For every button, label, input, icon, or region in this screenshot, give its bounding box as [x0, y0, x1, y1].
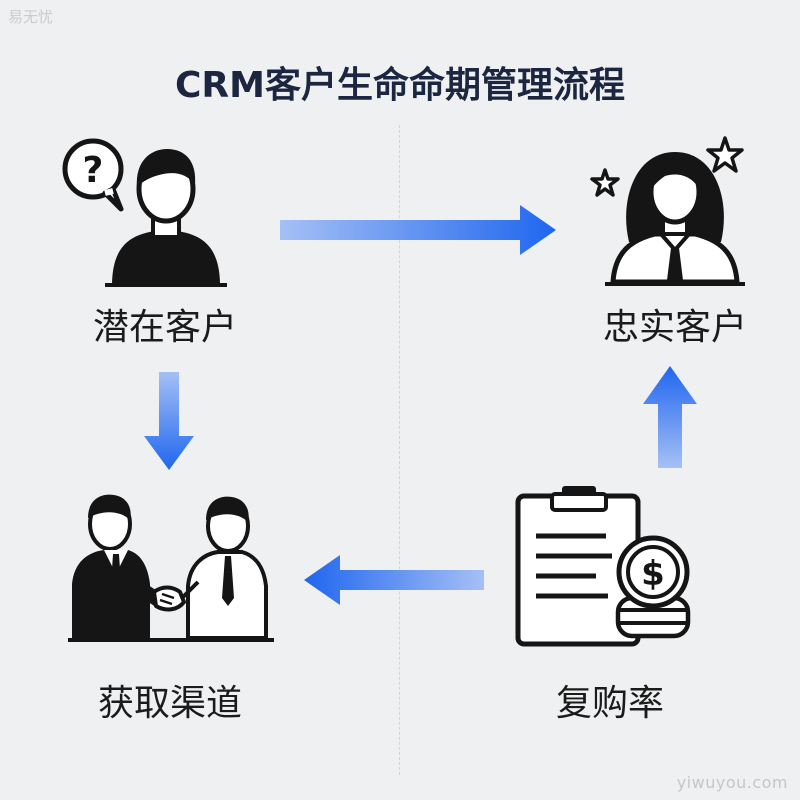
- woman-stars-icon: [590, 136, 745, 286]
- handshake-icon: [68, 494, 274, 642]
- svg-text:?: ?: [83, 150, 104, 191]
- watermark-bottom-right: yiwuyou.com: [676, 773, 788, 792]
- arrow-repurchase-to-loyal: [643, 366, 697, 468]
- center-divider: [399, 125, 400, 775]
- svg-text:$: $: [641, 554, 665, 594]
- question-bubble-person-icon: ?: [62, 138, 227, 287]
- clipboard-coins-icon: $: [515, 486, 691, 647]
- node-label-acquisition: 获取渠道: [97, 683, 242, 724]
- diagram-title: CRM客户生命命期管理流程: [175, 65, 625, 106]
- node-label-loyal: 忠实客户: [602, 307, 747, 348]
- node-label-repurchase: 复购率: [555, 683, 664, 724]
- arrow-potential-to-loyal: [280, 205, 556, 255]
- arrow-repurchase-to-acquisition: [304, 555, 484, 605]
- watermark-top-left: 易无忧: [8, 8, 54, 26]
- arrow-potential-to-acquisition: [144, 372, 194, 470]
- node-label-potential: 潜在客户: [92, 307, 237, 348]
